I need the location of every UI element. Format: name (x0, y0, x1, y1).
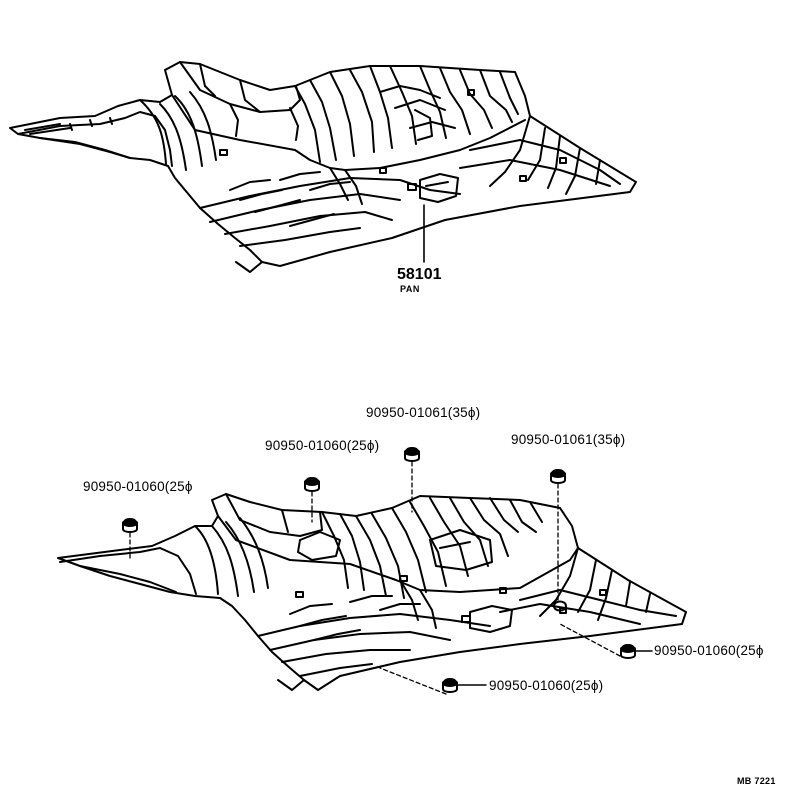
plug-label-4: 90950-01060(25ϕ (83, 479, 193, 494)
plug-icon (404, 447, 420, 462)
plug-label-5: 90950-01060(25ϕ (654, 643, 764, 658)
pan-part-number: 58101 (397, 266, 442, 283)
plug-icon (304, 477, 320, 492)
plug-part-number: 90950-01060 (265, 438, 347, 453)
plug-part-number: 90950-01061 (366, 405, 448, 420)
plug-icon (620, 644, 636, 659)
plug-icon (442, 678, 458, 693)
plug-size: (25ϕ (164, 479, 193, 494)
plug-size: (35ϕ) (592, 432, 626, 447)
plug-label-2: 90950-01060(25ϕ) (265, 438, 379, 453)
pan-part-name: PAN (400, 284, 420, 294)
plug-icons (122, 447, 636, 693)
plug-label-6: 90950-01060(25ϕ) (489, 678, 603, 693)
plug-size: (25ϕ) (346, 438, 380, 453)
plug-size: (25ϕ (735, 643, 764, 658)
plug-size: (35ϕ) (447, 405, 481, 420)
plug-part-number: 90950-01061 (511, 432, 593, 447)
plug-label-1: 90950-01061(35ϕ) (366, 405, 480, 420)
install-lines (129, 461, 621, 695)
label-leaders (457, 650, 653, 686)
plug-part-number: 90950-01060 (489, 678, 571, 693)
plug-size: (25ϕ) (570, 678, 604, 693)
plug-part-number: 90950-01060 (654, 643, 736, 658)
plug-label-3: 90950-01061(35ϕ) (511, 432, 625, 447)
floor-pan-upper (9, 61, 637, 273)
plug-icon (550, 469, 566, 484)
plug-icon (122, 518, 138, 533)
diagram-reference: MB 7221 (737, 776, 776, 786)
plug-part-number: 90950-01060 (83, 479, 165, 494)
floor-pan-lower (57, 493, 687, 691)
